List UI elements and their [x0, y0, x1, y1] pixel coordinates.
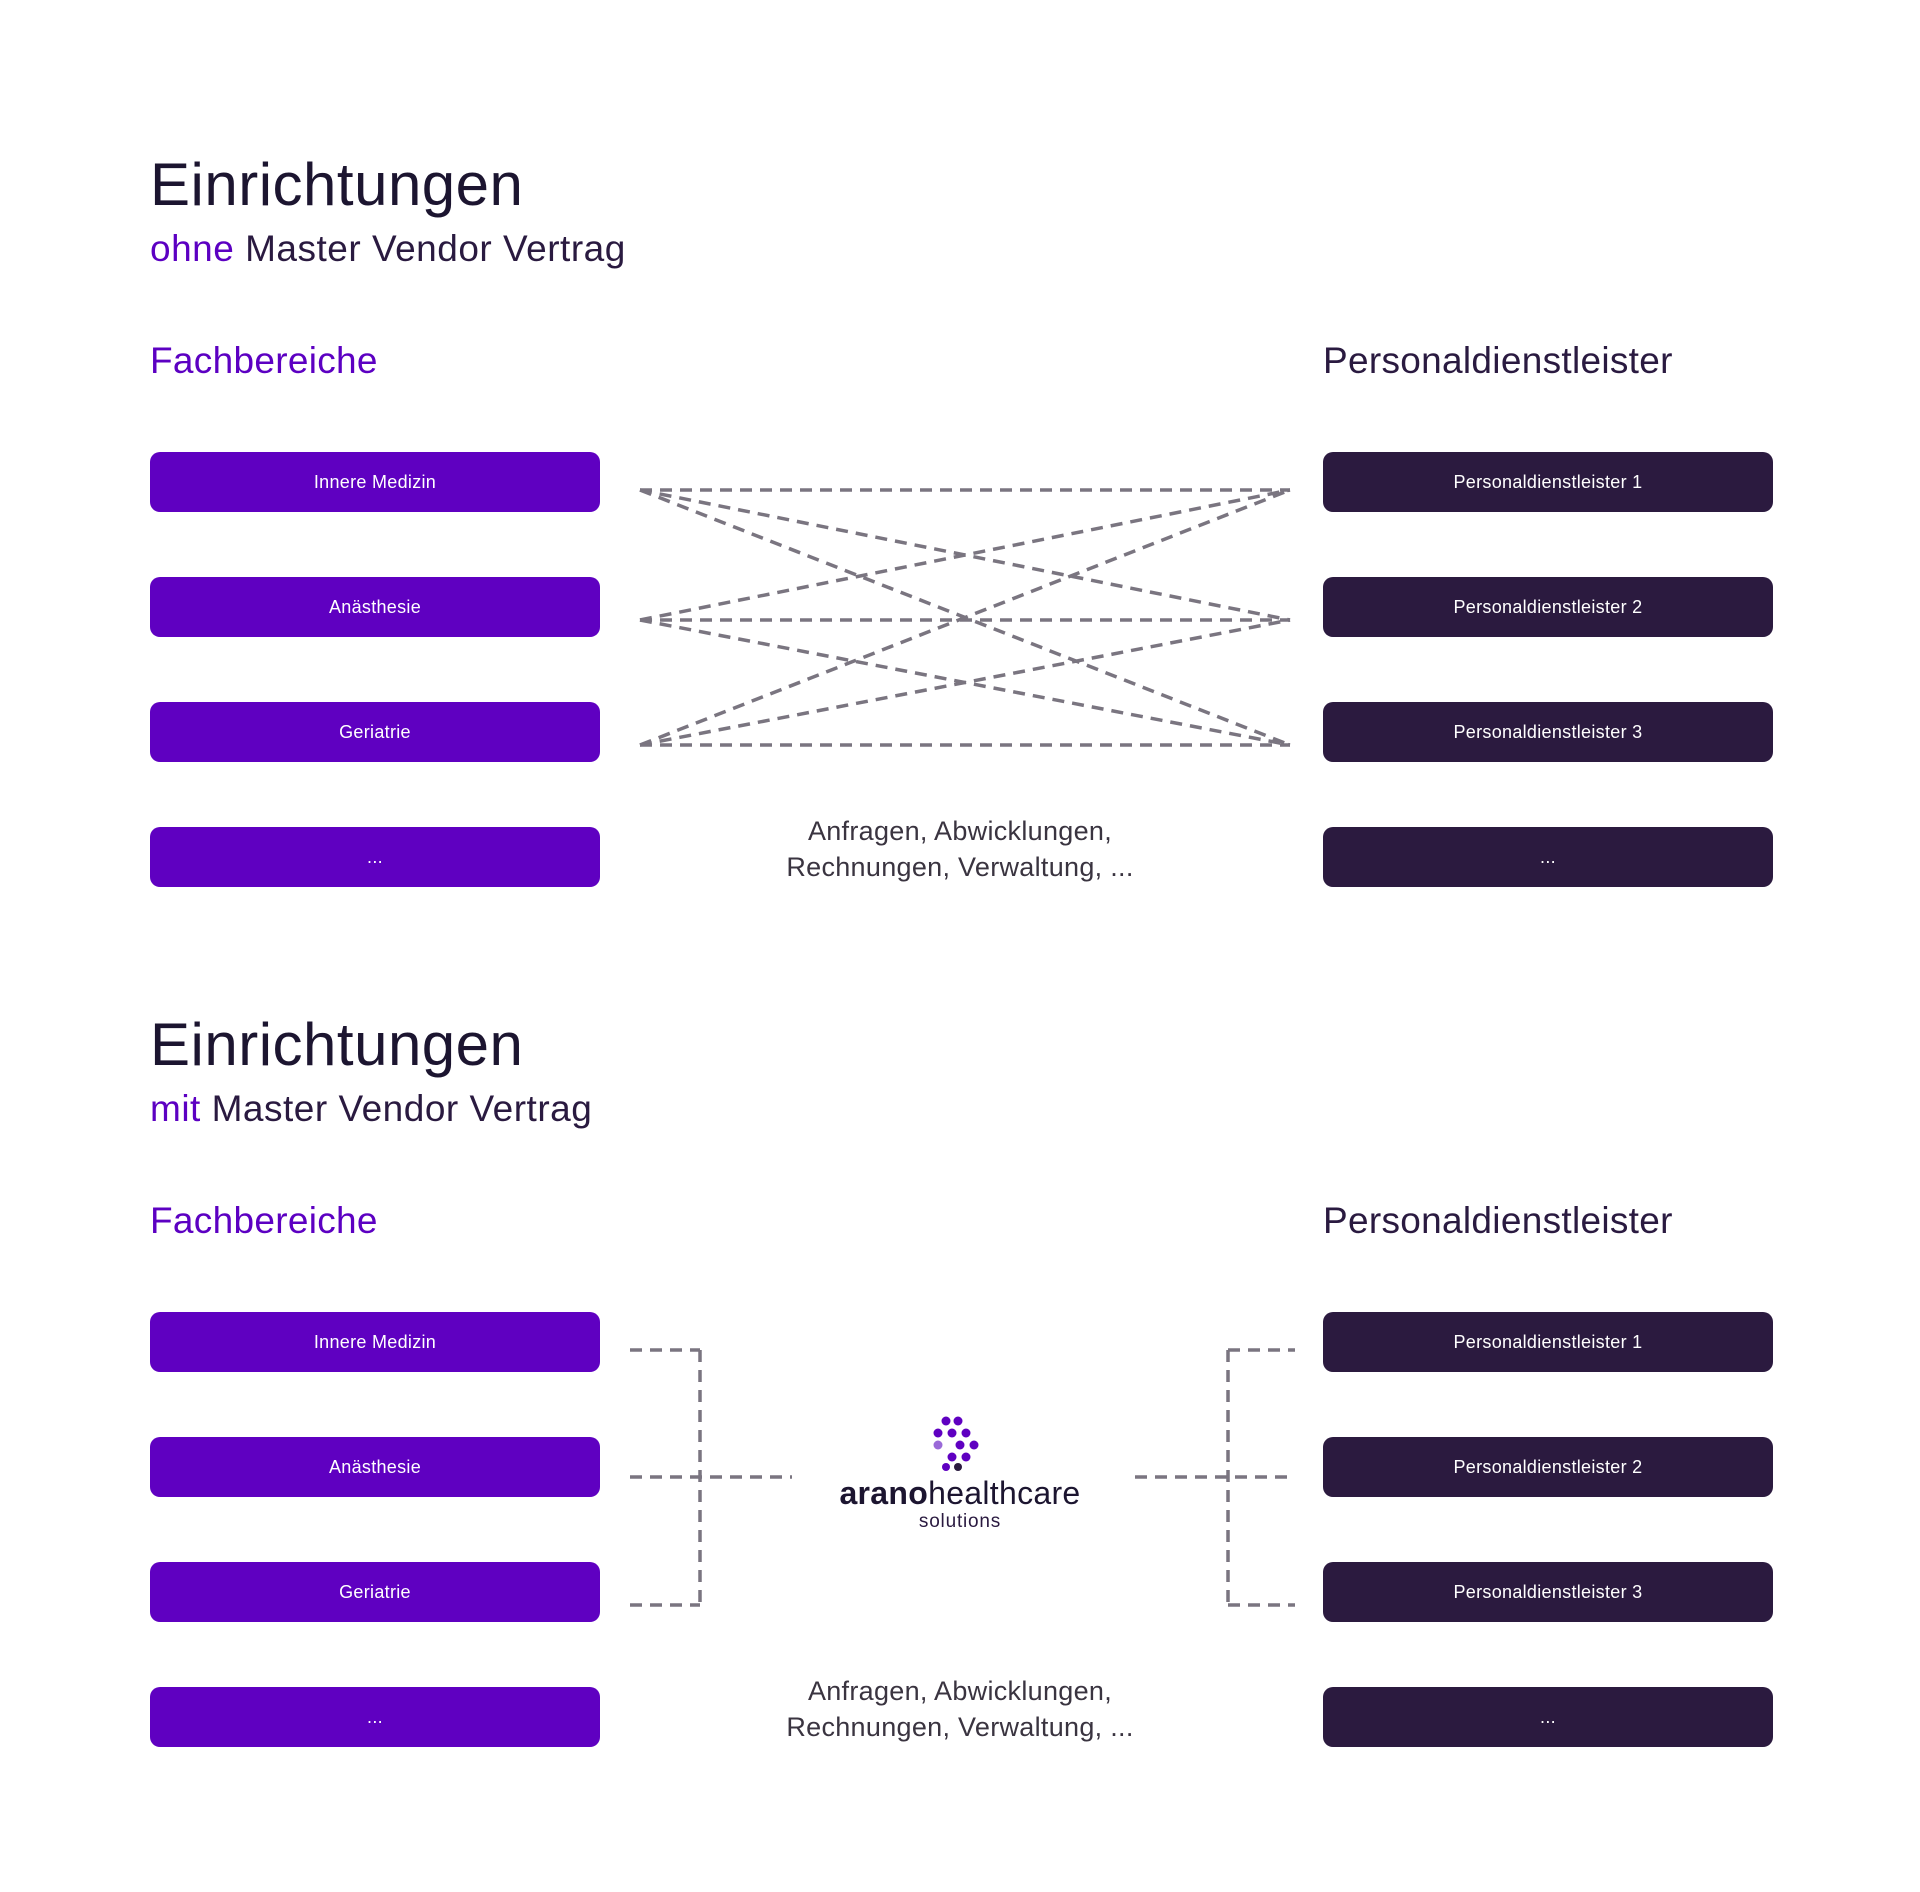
fachbereich-box: Anästhesie	[150, 1437, 600, 1497]
personaldienstleister-heading: Personaldienstleister	[1323, 340, 1673, 381]
many-to-many-connectors	[639, 488, 1291, 747]
caption-line: Anfragen, Abwicklungen,	[807, 1676, 1113, 1706]
caption-line: Anfragen, Abwicklungen,	[807, 816, 1113, 846]
section-subtitle: ohne Master Vendor Vertrag	[150, 228, 626, 270]
process-caption: Anfragen, Abwicklungen, Rechnungen, Verw…	[640, 813, 1280, 885]
personaldienstleister-heading: Personaldienstleister	[1323, 1200, 1673, 1241]
logo-name-bold: arano	[839, 1475, 929, 1511]
logo-tagline: solutions	[918, 1511, 1002, 1532]
section-title: Einrichtungen	[150, 151, 524, 218]
caption-line: Rechnungen, Verwaltung, ...	[786, 852, 1134, 882]
process-caption: Anfragen, Abwicklungen, Rechnungen, Verw…	[640, 1673, 1280, 1745]
dienstleister-box: ...	[1323, 1687, 1773, 1747]
fachbereich-box: ...	[150, 1687, 600, 1747]
dienstleister-box: Personaldienstleister 3	[1323, 702, 1773, 762]
fachbereich-box: ...	[150, 827, 600, 887]
subtitle-rest: Master Vendor Vertrag	[211, 1088, 593, 1129]
fachbereich-box: Innere Medizin	[150, 452, 600, 512]
fachbereich-box: Geriatrie	[150, 702, 600, 762]
arano-healthcare-logo: aranohealthcare solutions	[820, 1415, 1100, 1535]
fachbereich-box: Innere Medizin	[150, 1312, 600, 1372]
connector-line	[639, 618, 1291, 747]
fachbereich-box: Geriatrie	[150, 1562, 600, 1622]
dienstleister-box: Personaldienstleister 2	[1323, 577, 1773, 637]
subtitle-rest: Master Vendor Vertrag	[245, 228, 626, 269]
fachbereiche-heading: Fachbereiche	[150, 340, 378, 381]
section-ohne-master-vendor: Einrichtungen ohne Master Vendor Vertrag…	[0, 0, 1920, 887]
logo-name-light: healthcare	[928, 1475, 1081, 1511]
connector-line	[639, 488, 1291, 622]
subtitle-accent: mit	[150, 1088, 201, 1129]
section-mit-master-vendor: Einrichtungen mit Master Vendor Vertrag …	[0, 860, 1920, 1747]
dienstleister-box: Personaldienstleister 2	[1323, 1437, 1773, 1497]
section-subtitle: mit Master Vendor Vertrag	[150, 1088, 592, 1130]
caption-line: Rechnungen, Verwaltung, ...	[786, 1712, 1134, 1742]
arano-arrow-dots-icon	[933, 1416, 979, 1471]
dienstleister-box: Personaldienstleister 3	[1323, 1562, 1773, 1622]
dienstleister-box: ...	[1323, 827, 1773, 887]
fachbereiche-heading: Fachbereiche	[150, 1200, 378, 1241]
dienstleister-box: Personaldienstleister 1	[1323, 452, 1773, 512]
logo-wordmark: aranohealthcare	[820, 1475, 1100, 1512]
subtitle-accent: ohne	[150, 228, 235, 269]
section-title: Einrichtungen	[150, 1011, 524, 1078]
dienstleister-box: Personaldienstleister 1	[1323, 1312, 1773, 1372]
connector-line	[639, 488, 1291, 747]
fachbereich-box: Anästhesie	[150, 577, 600, 637]
hub-connectors	[630, 1348, 1295, 1607]
